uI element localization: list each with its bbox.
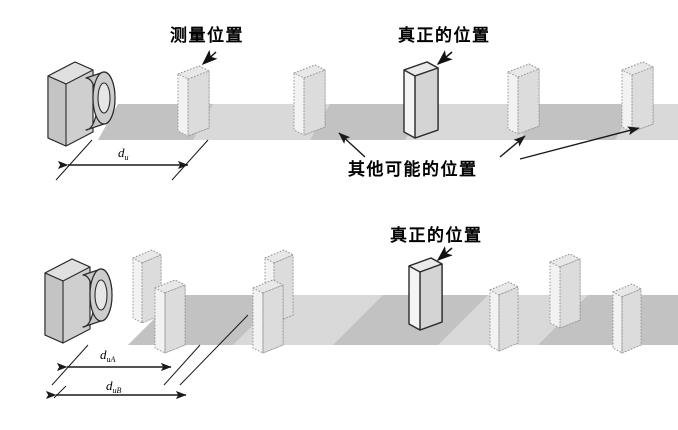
dimension-arrow-du bbox=[55, 139, 209, 181]
leader-other-positions bbox=[338, 126, 640, 160]
dimension-arrow-duB bbox=[45, 314, 249, 400]
slab-other-position-3 bbox=[621, 61, 654, 133]
label-true-position-top: 真正的位置 bbox=[398, 26, 491, 46]
label-true-position-bottom: 真正的位置 bbox=[390, 226, 483, 246]
label-other-positions: 其他可能的位置 bbox=[348, 160, 478, 180]
slab-true-position-bottom bbox=[408, 257, 443, 331]
dimension-subscript-duA: uA bbox=[106, 355, 116, 364]
dimension-label-du: du bbox=[118, 145, 129, 162]
dimension-label-duB: duB bbox=[106, 378, 122, 395]
slab-measured-position bbox=[177, 65, 210, 137]
dimension-symbol-duA: d bbox=[100, 347, 107, 362]
leader-true-position bbox=[436, 50, 453, 65]
dimension-arrow-duA bbox=[51, 344, 201, 386]
dimension-symbol-duB: d bbox=[106, 378, 113, 393]
camera-icon bbox=[47, 61, 116, 147]
slab-candidate-a-4 bbox=[549, 253, 581, 329]
dimension-subscript-duB: uB bbox=[112, 386, 122, 395]
slab-candidate-b-2 bbox=[252, 279, 284, 354]
leader-true-position-bottom bbox=[436, 246, 453, 261]
slab-candidate-b-1 bbox=[154, 279, 186, 354]
dimension-subscript-du: u bbox=[124, 153, 129, 162]
slab-other-position-2 bbox=[507, 63, 540, 135]
slab-candidate-a-1 bbox=[132, 249, 162, 324]
dimension-label-duA: duA bbox=[100, 347, 116, 364]
dimension-symbol-du: d bbox=[118, 145, 125, 160]
ground-plane-bottom bbox=[128, 295, 678, 345]
label-measured-position: 测量位置 bbox=[170, 26, 244, 46]
slab-other-position-1 bbox=[293, 64, 326, 136]
slab-true-position bbox=[403, 61, 439, 139]
leader-measured-position bbox=[201, 49, 218, 66]
panel-single-frequency bbox=[47, 49, 678, 181]
panel-dual-frequency bbox=[44, 246, 678, 400]
slab-candidate-b-4 bbox=[612, 283, 642, 354]
camera-icon-bottom bbox=[44, 258, 113, 344]
slab-candidate-b-3 bbox=[489, 281, 519, 352]
